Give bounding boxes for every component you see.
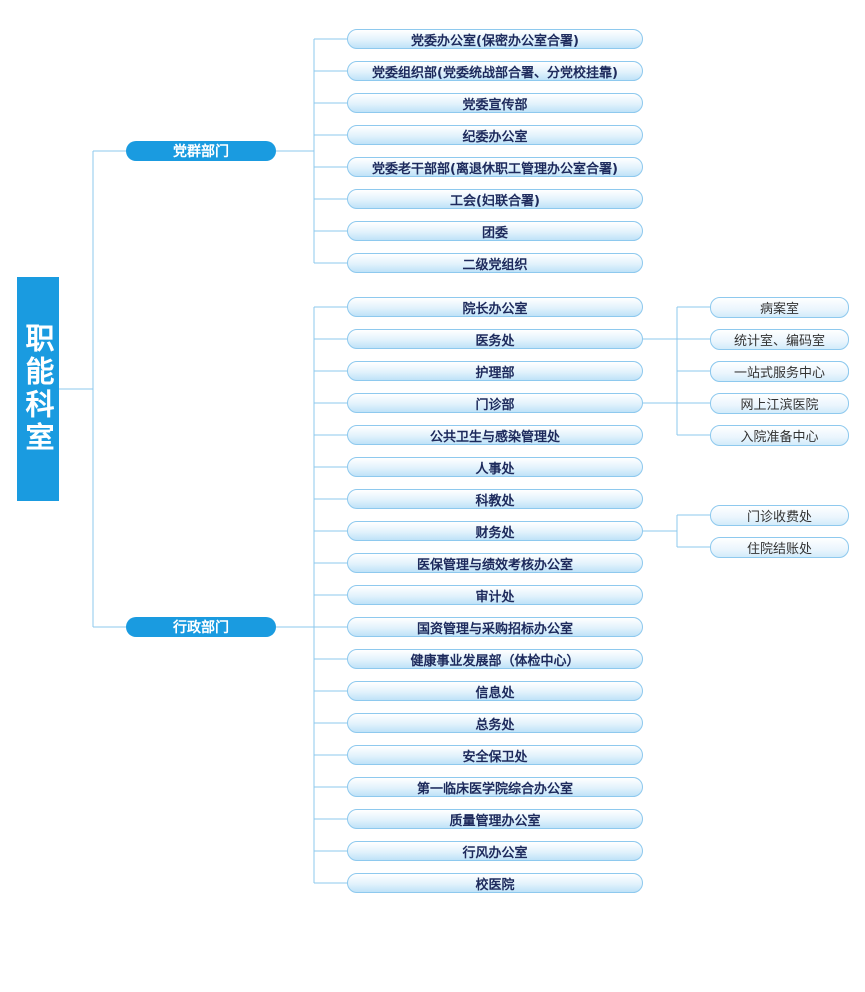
department-node: 工会(妇联合署) [347, 189, 643, 209]
sub-unit-node: 网上江滨医院 [710, 393, 849, 414]
sub-unit-node: 病案室 [710, 297, 849, 318]
department-node: 健康事业发展部（体检中心） [347, 649, 643, 669]
department-node: 二级党组织 [347, 253, 643, 273]
department-node: 校医院 [347, 873, 643, 893]
department-node: 国资管理与采购招标办公室 [347, 617, 643, 637]
department-node: 科教处 [347, 489, 643, 509]
department-node: 人事处 [347, 457, 643, 477]
department-node: 护理部 [347, 361, 643, 381]
department-node: 党委组织部(党委统战部合署、分党校挂靠) [347, 61, 643, 81]
department-node: 医务处 [347, 329, 643, 349]
department-node: 医保管理与绩效考核办公室 [347, 553, 643, 573]
department-node: 团委 [347, 221, 643, 241]
department-node: 门诊部 [347, 393, 643, 413]
department-node: 纪委办公室 [347, 125, 643, 145]
department-node: 院长办公室 [347, 297, 643, 317]
department-node: 党委老干部部(离退休职工管理办公室合署) [347, 157, 643, 177]
sub-unit-node: 门诊收费处 [710, 505, 849, 526]
sub-unit-node: 一站式服务中心 [710, 361, 849, 382]
department-node: 审计处 [347, 585, 643, 605]
department-node: 安全保卫处 [347, 745, 643, 765]
department-node: 信息处 [347, 681, 643, 701]
department-node: 党委办公室(保密办公室合署) [347, 29, 643, 49]
department-node: 总务处 [347, 713, 643, 733]
sub-unit-node: 入院准备中心 [710, 425, 849, 446]
group-node: 行政部门 [126, 617, 276, 637]
department-node: 公共卫生与感染管理处 [347, 425, 643, 445]
department-node: 质量管理办公室 [347, 809, 643, 829]
sub-unit-node: 住院结账处 [710, 537, 849, 558]
department-node: 行风办公室 [347, 841, 643, 861]
group-node: 党群部门 [126, 141, 276, 161]
sub-unit-node: 统计室、编码室 [710, 329, 849, 350]
department-node: 第一临床医学院综合办公室 [347, 777, 643, 797]
department-node: 党委宣传部 [347, 93, 643, 113]
department-node: 财务处 [347, 521, 643, 541]
root-node: 职能科室 [17, 277, 59, 501]
